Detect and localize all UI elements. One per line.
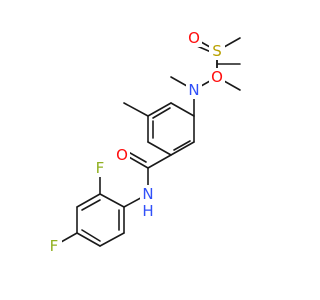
sulfur-label: S (212, 42, 222, 60)
atom-labels: O N H N S O O F F (46, 29, 225, 255)
sulfonamide-nitrogen-label: N (188, 81, 199, 99)
amide-hydrogen-label: H (142, 202, 153, 220)
fluorine-para-label: F (50, 237, 59, 255)
molecule-structure: O N H N S O O F F (46, 29, 241, 255)
amide-oxygen-label: O (116, 146, 128, 164)
fluorine-ortho-label: F (96, 159, 105, 177)
sulfonyl-oxygen-left-label: O (188, 29, 200, 47)
sulfonyl-oxygen-bottom-label: O (211, 68, 223, 86)
amide-nitrogen-label: N (142, 185, 153, 203)
